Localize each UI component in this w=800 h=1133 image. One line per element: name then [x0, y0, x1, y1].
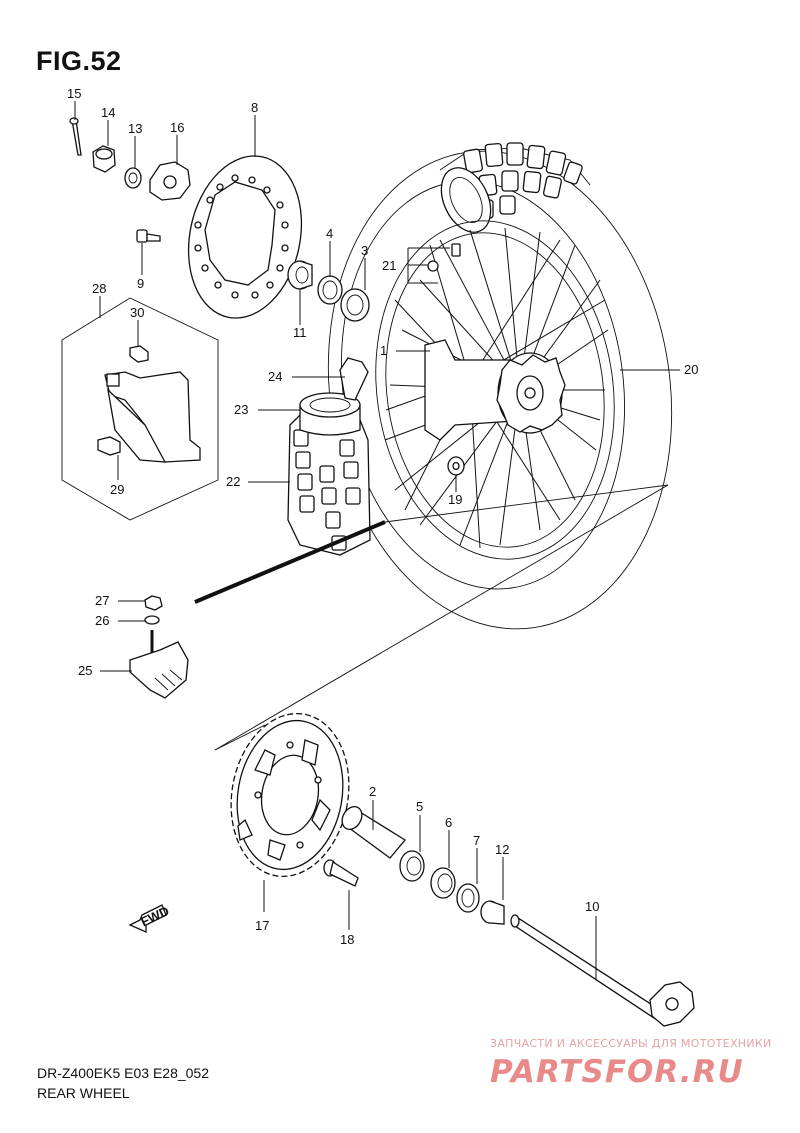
watermark-logo: PARTSFOR.RU — [490, 1054, 744, 1090]
callout-24: 24 — [268, 369, 282, 384]
bolt-9 — [136, 229, 161, 243]
axle-nut — [92, 145, 116, 173]
callout-13: 13 — [128, 121, 142, 136]
callout-7: 7 — [473, 833, 480, 848]
callout-28: 28 — [92, 281, 106, 296]
diagram-caption: REAR WHEEL — [37, 1085, 130, 1101]
leader-lines — [74, 101, 680, 980]
spoke-nipples — [427, 243, 461, 272]
model-code: DR-Z400EK5 E03 E28_052 — [37, 1065, 209, 1081]
callout-27: 27 — [95, 593, 109, 608]
rear-sprocket — [230, 712, 350, 878]
oil-seal-4 — [317, 275, 343, 305]
fwd-label: FWD — [138, 903, 171, 929]
callout-2: 2 — [369, 784, 376, 799]
callout-labels: 15 14 13 16 8 9 11 4 3 28 30 29 1 20 21 … — [67, 86, 698, 947]
chain-adjuster-16 — [149, 161, 191, 201]
callout-25: 25 — [78, 663, 92, 678]
callout-19: 19 — [448, 492, 462, 507]
callout-6: 6 — [445, 815, 452, 830]
callout-29: 29 — [110, 482, 124, 497]
callout-20: 20 — [684, 362, 698, 377]
figure-title: FIG.52 — [36, 46, 122, 76]
tire — [327, 142, 673, 630]
callout-16: 16 — [170, 120, 184, 135]
rim — [375, 220, 615, 560]
callout-26: 26 — [95, 613, 109, 628]
spacer-12 — [480, 900, 505, 925]
washer-13 — [124, 167, 142, 189]
callout-17: 17 — [255, 918, 269, 933]
fwd-arrow-icon: FWD — [128, 903, 171, 933]
bearing-5 — [399, 850, 425, 882]
valve-cap — [447, 456, 465, 476]
callout-4: 4 — [326, 226, 333, 241]
axle-10 — [510, 914, 695, 1027]
callout-11: 11 — [293, 325, 307, 340]
chain-guide-25 — [129, 630, 189, 699]
bolt-18 — [323, 859, 359, 887]
callout-18: 18 — [340, 932, 354, 947]
watermark-subtitle: ЗАПЧАСТИ И АКСЕССУАРЫ ДЛЯ МОТОТЕХНИКИ — [490, 1037, 772, 1050]
disc-cover-group — [61, 297, 219, 521]
spacer-11 — [287, 260, 313, 290]
callout-1: 1 — [380, 343, 387, 358]
callout-23: 23 — [234, 402, 248, 417]
callout-5: 5 — [416, 799, 423, 814]
bearing-3 — [340, 288, 370, 322]
callout-30: 30 — [130, 305, 144, 320]
callout-15: 15 — [67, 86, 81, 101]
callout-22: 22 — [226, 474, 240, 489]
callout-8: 8 — [251, 100, 258, 115]
callout-14: 14 — [101, 105, 115, 120]
callout-12: 12 — [495, 842, 509, 857]
spacer-2 — [341, 806, 406, 859]
hub — [424, 339, 566, 441]
bearing-6 — [430, 867, 456, 899]
callout-21: 21 — [382, 258, 396, 273]
brake-disc — [187, 155, 303, 319]
callout-9: 9 — [137, 276, 144, 291]
washer-26 — [144, 615, 160, 625]
rim-lock-assembly — [287, 357, 371, 556]
callout-10: 10 — [585, 899, 599, 914]
nut-27 — [144, 595, 163, 611]
cotter-pin — [69, 117, 82, 156]
oil-seal-7 — [456, 883, 480, 913]
callout-3: 3 — [361, 243, 368, 258]
